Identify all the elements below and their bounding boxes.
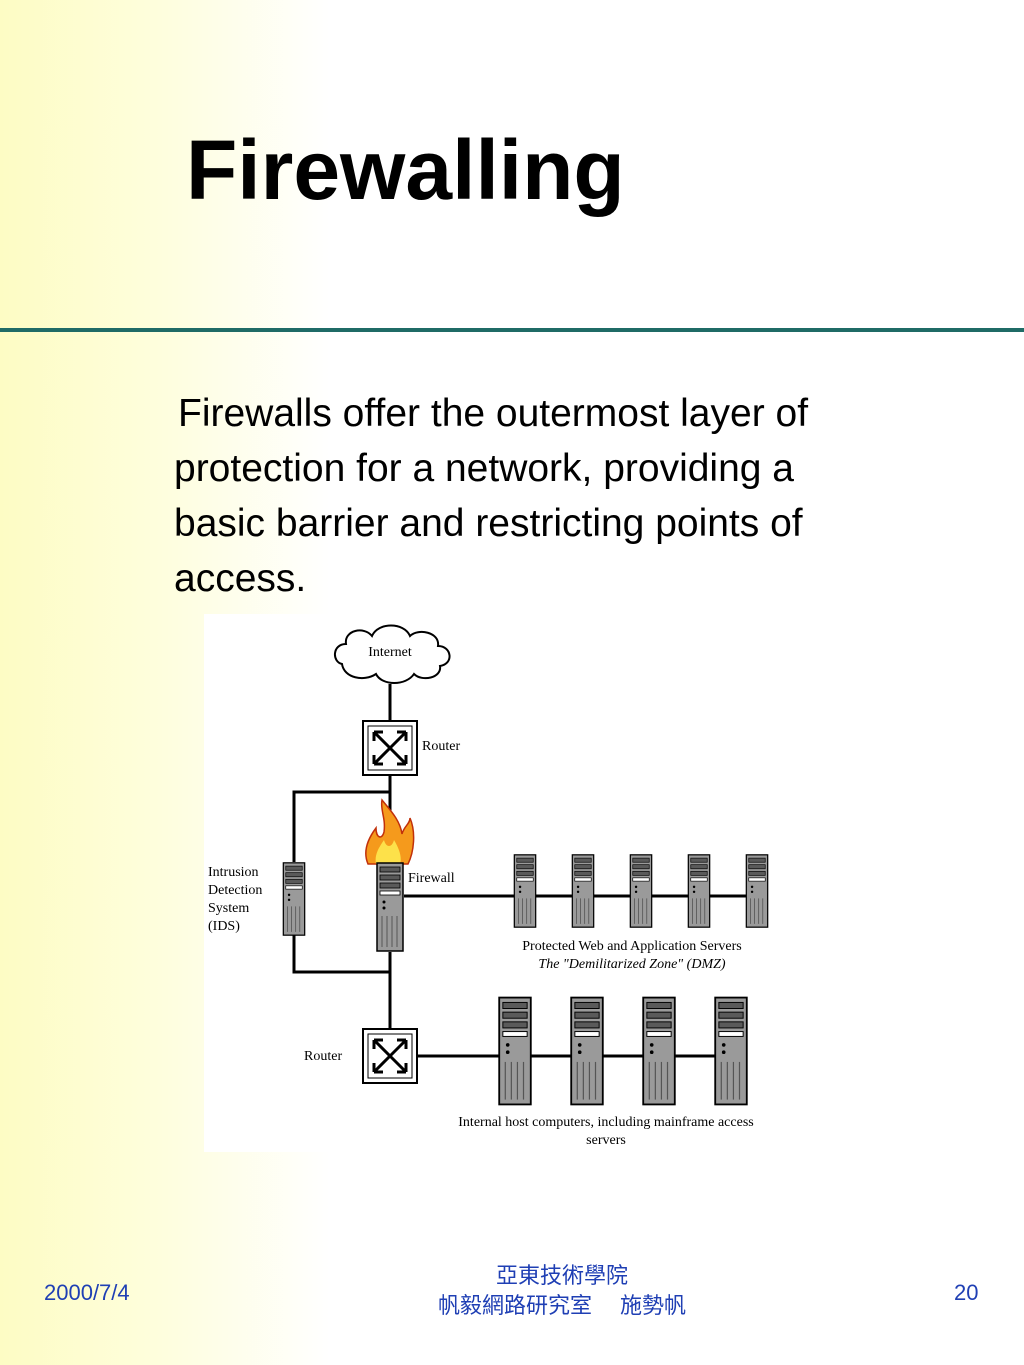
- internal-server-icon-2: [570, 996, 604, 1106]
- internal-caption-line-2: servers: [586, 1133, 626, 1148]
- firewall-label: Firewall: [408, 871, 455, 886]
- dmz-caption-line-1: Protected Web and Application Servers: [522, 939, 741, 954]
- dmz-server-icon-1: [513, 854, 537, 928]
- footer-organization: 亞東技術學院 帆毅網路研究室 施勢帆: [362, 1261, 762, 1321]
- ids-label-line-2: Detection: [208, 883, 262, 898]
- internal-server-group: [498, 996, 748, 1106]
- footer-date: 2000/7/4: [44, 1280, 130, 1305]
- ids-label-line-3: System: [208, 901, 249, 916]
- dmz-caption-line-2: The "Demilitarized Zone" (DMZ): [538, 957, 725, 972]
- router-top-label: Router: [422, 739, 460, 754]
- dmz-server-icon-5: [745, 854, 769, 928]
- router-bottom-icon: [362, 1028, 418, 1084]
- dmz-server-icon-2: [571, 854, 595, 928]
- network-diagram: Internet Router Intrusion Detection Syst…: [204, 614, 802, 1152]
- ids-label-line-1: Intrusion: [208, 865, 259, 880]
- internet-label: Internet: [368, 645, 412, 660]
- ids-label-line-4: (IDS): [208, 919, 240, 934]
- title-divider: [0, 328, 1024, 332]
- router-bottom-label: Router: [304, 1049, 342, 1064]
- slide-title: Firewalling: [186, 123, 625, 217]
- firewall-server-icon: [376, 862, 404, 952]
- internal-caption-line-1: Internal host computers, including mainf…: [458, 1115, 753, 1130]
- dmz-server-group: [513, 854, 769, 928]
- internal-server-icon-4: [714, 996, 748, 1106]
- router-top-icon: [362, 720, 418, 776]
- footer-org-line-2: 帆毅網路研究室 施勢帆: [437, 1293, 687, 1318]
- slide-body-text: Firewalls offer the outermost layer of p…: [174, 392, 809, 600]
- dmz-server-icon-4: [687, 854, 711, 928]
- firewall-flame-icon: [365, 798, 415, 865]
- internal-server-icon-1: [498, 996, 532, 1106]
- ids-server-icon: [282, 862, 306, 936]
- dmz-server-icon-3: [629, 854, 653, 928]
- internet-cloud: Internet: [334, 624, 451, 684]
- footer-page-number: 20: [954, 1280, 979, 1305]
- footer-org-line-1: 亞東技術學院: [495, 1263, 628, 1288]
- internal-server-icon-3: [642, 996, 676, 1106]
